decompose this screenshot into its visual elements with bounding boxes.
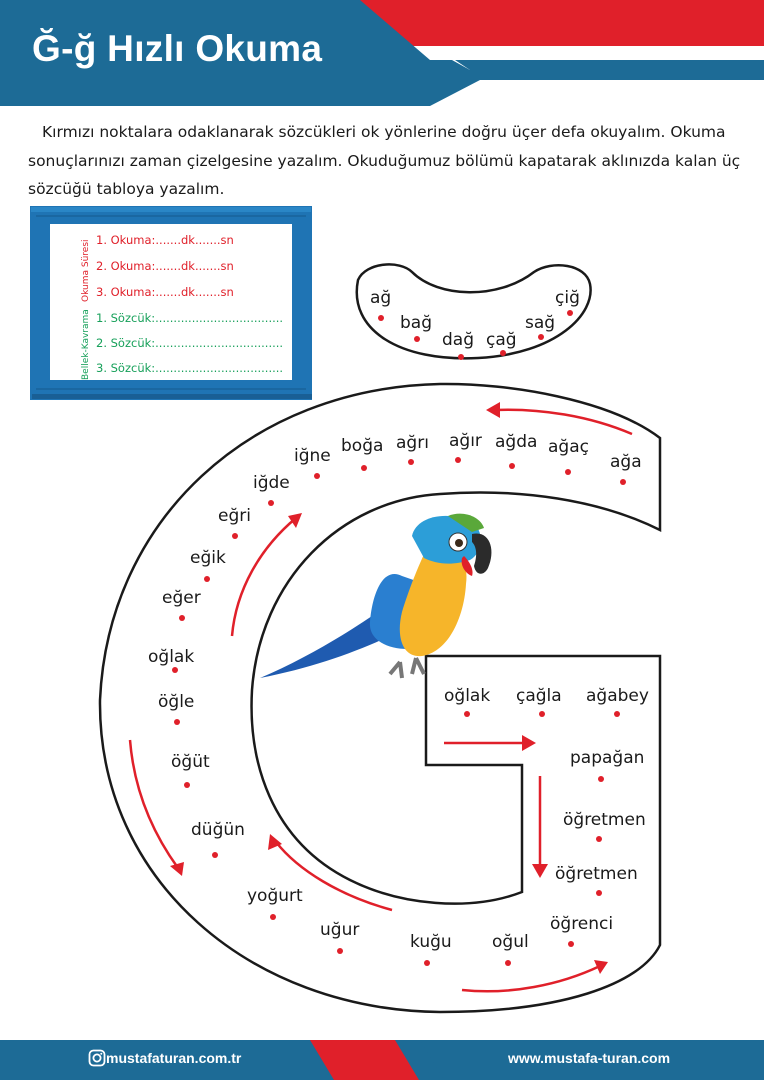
focus-dot: [270, 914, 276, 920]
focus-dot: [455, 457, 461, 463]
focus-dot: [337, 948, 343, 954]
arc-word-cig: çiğ: [555, 288, 580, 308]
arrow-icon: [275, 841, 393, 912]
focus-dot: [568, 941, 574, 947]
footer-bar: [0, 1040, 764, 1080]
arc-word-ag: ağ: [370, 288, 392, 308]
instagram-handle[interactable]: mustafaturan.com.tr: [106, 1050, 242, 1066]
g-word-egik: eğik: [190, 548, 226, 568]
focus-dot: [212, 852, 218, 858]
g-word-oglak-inner: oğlak: [444, 686, 491, 706]
g-word-agabey: ağabey: [586, 686, 649, 706]
focus-dot: [500, 350, 506, 356]
g-word-igne: iğne: [294, 446, 331, 466]
arrow-icon: [230, 517, 297, 637]
g-word-yogurt: yoğurt: [247, 886, 303, 906]
focus-dot: [505, 960, 511, 966]
focus-dot: [232, 533, 238, 539]
g-word-papagan: papağan: [570, 748, 645, 768]
focus-dot: [509, 463, 515, 469]
g-word-dugun: düğün: [191, 820, 245, 840]
g-word-ogul: oğul: [492, 932, 529, 952]
focus-dot: [538, 334, 544, 340]
word-row-3: 3. Sözcük:..............................…: [96, 361, 284, 375]
page-title: Ğ-ğ Hızlı Okuma: [32, 28, 323, 69]
word-row-1: 1. Sözcük:..............................…: [96, 311, 284, 325]
focus-dot: [567, 310, 573, 316]
g-word-eger: eğer: [162, 588, 201, 608]
focus-dot: [184, 782, 190, 788]
g-word-boga: boğa: [341, 436, 384, 456]
focus-dot: [174, 719, 180, 725]
g-word-ogle: öğle: [158, 692, 195, 712]
arc-word-cag: çağ: [486, 330, 517, 350]
header-banner: [0, 0, 764, 106]
focus-dot: [458, 354, 464, 360]
focus-dot: [614, 711, 620, 717]
g-word-ogretmen-1: öğretmen: [563, 810, 646, 830]
g-word-agac: ağaç: [548, 437, 589, 457]
g-word-agda: ağda: [495, 432, 538, 452]
focus-dot: [464, 711, 470, 717]
g-word-kugu: kuğu: [410, 932, 452, 952]
g-word-ogut: öğüt: [171, 752, 210, 772]
reading-chart-board: Okuma Süresi Bellek-Kavrama 1. Okuma:...…: [30, 206, 312, 400]
focus-dot: [620, 479, 626, 485]
website-link[interactable]: www.mustafa-turan.com: [508, 1050, 671, 1066]
focus-dot: [378, 315, 384, 321]
arc-word-sag: sağ: [525, 313, 556, 333]
g-word-oglak-left: oğlak: [148, 647, 195, 667]
instagram-icon: [88, 1049, 106, 1067]
focus-dot: [172, 667, 178, 673]
arc-word-bag: bağ: [400, 313, 432, 333]
g-word-igde: iğde: [253, 473, 290, 493]
g-word-cagla: çağla: [516, 686, 562, 706]
g-word-ogrenci: öğrenci: [550, 914, 614, 934]
parrot-illustration: [260, 513, 492, 679]
instructions-text: Kırmızı noktalara odaklanarak sözcükleri…: [28, 123, 741, 198]
g-word-agir: ağır: [449, 431, 482, 451]
focus-dot: [361, 465, 367, 471]
focus-dot: [565, 469, 571, 475]
arrow-icon: [493, 408, 633, 436]
g-word-aga: ağa: [610, 452, 642, 472]
g-word-agri: ağrı: [396, 433, 429, 453]
focus-dot: [314, 473, 320, 479]
focus-dot: [596, 890, 602, 896]
focus-dot: [596, 836, 602, 842]
reading-row-2: 2. Okuma:.......dk.......sn: [96, 259, 234, 273]
arc-shape: [355, 263, 592, 360]
g-word-egri: eğri: [218, 506, 251, 526]
focus-dot: [408, 459, 414, 465]
focus-dot: [598, 776, 604, 782]
arrow-icon: [461, 964, 601, 993]
focus-dot: [414, 336, 420, 342]
g-word-ugur: uğur: [320, 920, 360, 940]
g-word-ogretmen-2: öğretmen: [555, 864, 638, 884]
focus-dot: [268, 500, 274, 506]
arc-word-dag: dağ: [442, 330, 474, 350]
word-row-2: 2. Sözcük:..............................…: [96, 336, 284, 350]
reading-row-3: 3. Okuma:.......dk.......sn: [96, 285, 234, 299]
focus-dot: [539, 711, 545, 717]
focus-dot: [424, 960, 430, 966]
reading-row-1: 1. Okuma:.......dk.......sn: [96, 233, 234, 247]
focus-dot: [179, 615, 185, 621]
focus-dot: [204, 576, 210, 582]
arrow-icon: [128, 739, 180, 869]
